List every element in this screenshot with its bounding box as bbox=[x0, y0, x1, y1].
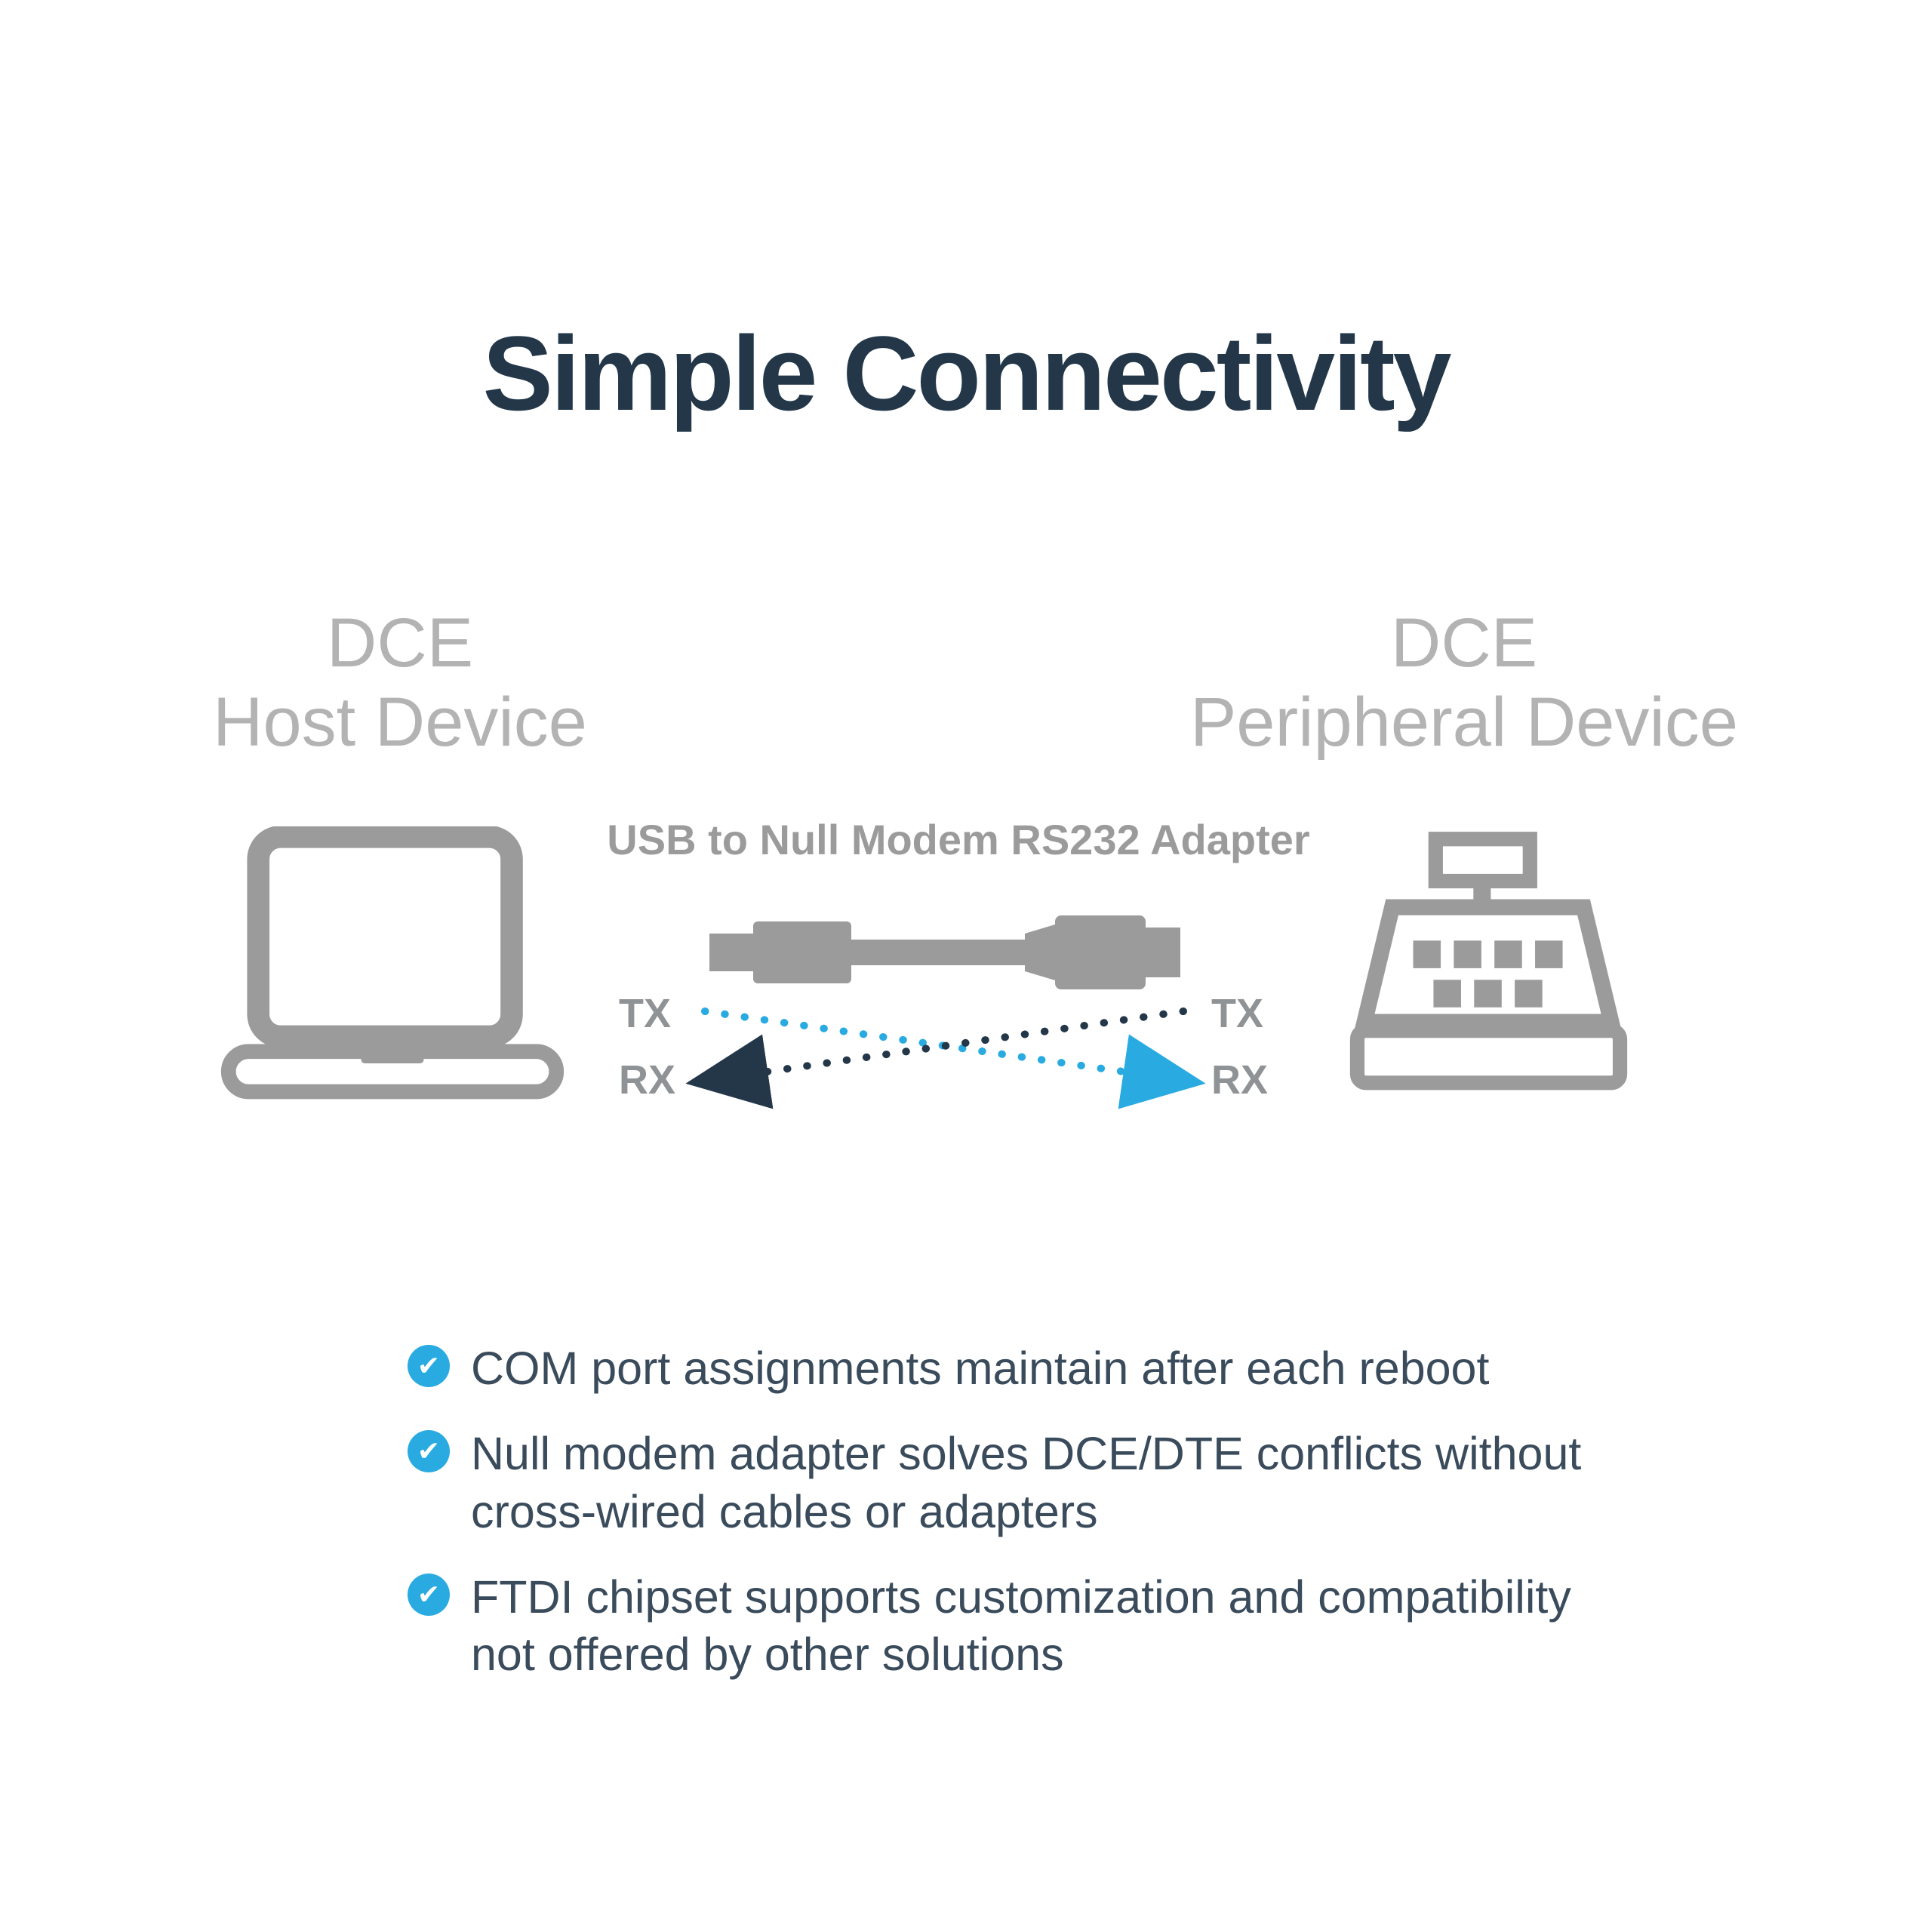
cash-register-icon bbox=[1349, 832, 1628, 1091]
host-device-label: DCE Host Device bbox=[68, 604, 732, 762]
laptop-icon bbox=[220, 826, 565, 1100]
tx-to-rx-blue-line bbox=[701, 1008, 1206, 1109]
tx-label-left: TX bbox=[619, 991, 672, 1036]
check-icon: ✔ bbox=[408, 1345, 450, 1387]
signal-cross-lines bbox=[685, 1008, 1206, 1109]
feature-text: COM port assignments maintain after each… bbox=[471, 1343, 1490, 1394]
adapter-label: USB to Null Modem RS232 Adapter bbox=[607, 816, 1310, 863]
check-icon: ✔ bbox=[408, 1429, 450, 1472]
tx-to-rx-navy-line bbox=[685, 1008, 1187, 1109]
feature-text: Null modem adapter solves DCE/DTE confli… bbox=[471, 1427, 1582, 1537]
peripheral-device-name: Peripheral Device bbox=[1189, 683, 1739, 761]
list-item: ✔ FTDI chipset supports customization an… bbox=[408, 1568, 1615, 1684]
peripheral-device-type: DCE bbox=[1390, 605, 1538, 681]
list-item: ✔ COM port assignments maintain after ea… bbox=[408, 1340, 1615, 1398]
rx-label-right: RX bbox=[1211, 1057, 1269, 1103]
check-icon: ✔ bbox=[408, 1573, 450, 1616]
page-title: Simple Connectivity bbox=[482, 313, 1451, 432]
feature-text: FTDI chipset supports customization and … bbox=[471, 1571, 1571, 1681]
rx-label-left: RX bbox=[619, 1057, 676, 1103]
host-device-type: DCE bbox=[326, 605, 474, 681]
host-device-name: Host Device bbox=[213, 683, 587, 761]
adapter-cable-graphic bbox=[709, 915, 1180, 989]
feature-list: ✔ COM port assignments maintain after ea… bbox=[408, 1340, 1615, 1711]
list-item: ✔ Null modem adapter solves DCE/DTE conf… bbox=[408, 1425, 1615, 1541]
peripheral-device-label: DCE Peripheral Device bbox=[1057, 604, 1872, 762]
tx-label-right: TX bbox=[1211, 991, 1264, 1036]
